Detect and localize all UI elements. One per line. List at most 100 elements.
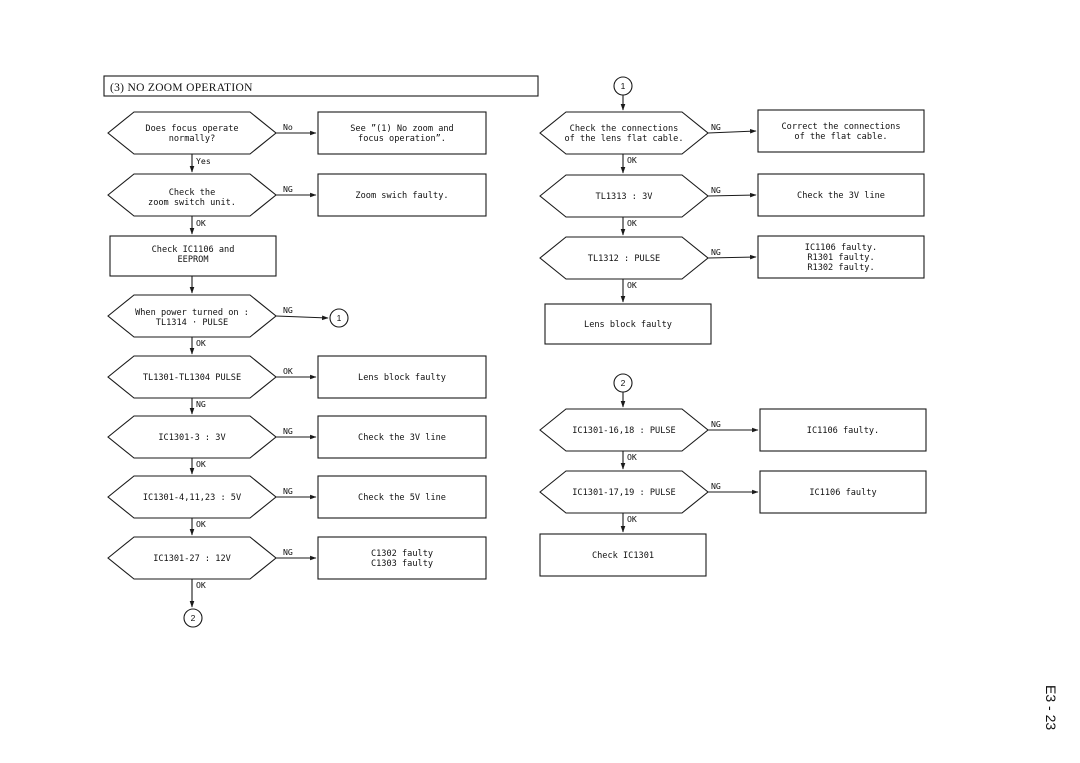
arrow-ic16-ok: OK (620, 451, 637, 470)
connector-1-top-label: 1 (621, 81, 626, 91)
connector-2-bottom-label: 2 (191, 613, 196, 623)
edge-label-tl1313-ok: OK (627, 218, 637, 228)
node-text-line: IC1106 faulty. (805, 243, 877, 253)
decision-ic1301-16: IC1301-16,18 : PULSE (539, 408, 709, 452)
node-text-line: TL1313 : 3V (596, 192, 653, 202)
arrow-flat-ng: NG (707, 122, 757, 134)
arrow-ic27-ok: OK (189, 579, 206, 608)
arrow-focus-yes: Yes (189, 154, 211, 173)
arrow-tl1301-ok: OK (276, 366, 317, 380)
node-text-line: R1301 faulty. (807, 253, 874, 263)
box-lens-block-faulty-2-text: Lens block faulty (584, 320, 672, 330)
edge-label-ic16-ng: NG (711, 419, 721, 429)
node-text-line: Zoom swich faulty. (355, 191, 448, 201)
arrow-ic27-ng: NG (276, 547, 317, 561)
decision-tl1312-text: TL1312 : PULSE (588, 254, 660, 264)
box-ic1106-faulty-3: IC1106 faulty (759, 470, 927, 514)
node-text-line: Check the 5V line (358, 493, 446, 503)
page-number: E3 - 23 (1043, 685, 1059, 730)
connector-1-left: 1 (329, 308, 349, 328)
decision-ic1301-27-text: IC1301-27 : 12V (153, 554, 231, 564)
arrow-ic17-ok: OK (620, 513, 637, 533)
box-ic1106-faulty-2-text: IC1106 faulty. (807, 426, 879, 436)
box-check-5v-line: Check the 5V line (317, 475, 487, 519)
decision-ic1301-17-text: IC1301-17,19 : PULSE (572, 488, 675, 498)
decision-power-on: When power turned on :TL1314 · PULSE (107, 294, 277, 338)
box-check-5v-line-text: Check the 5V line (358, 493, 446, 503)
edge-label-ic17-ok: OK (627, 514, 637, 524)
decision-tl1313: TL1313 : 3V (539, 174, 709, 218)
node-text-line: IC1301-4,11,23 : 5V (143, 493, 241, 503)
edge-label-ic3-ok: OK (196, 459, 206, 469)
box-ic1106-faulty-3-text: IC1106 faulty (809, 488, 876, 498)
arrow-ic3-ok: OK (189, 458, 206, 475)
edge-label-tl1312-ok: OK (627, 280, 637, 290)
connector-1-top: 1 (613, 76, 633, 96)
connector-2-bottom: 2 (183, 608, 203, 628)
node-text-line: of the flat cable. (794, 132, 887, 142)
arrow-ic16-ng: NG (708, 419, 759, 433)
edge-label-tl1312-ng: NG (711, 247, 721, 257)
arrow-ic17-ng: NG (708, 481, 759, 495)
arrow-tl1312-ng: NG (707, 247, 757, 260)
decision-tl1313-text: TL1313 : 3V (596, 192, 653, 202)
arrow-flat-ok: OK (620, 154, 637, 174)
decision-ic1301-27: IC1301-27 : 12V (107, 536, 277, 580)
edge-label-power-ok: OK (196, 338, 206, 348)
edge-label-ic4-ng: NG (283, 486, 293, 496)
box-zoom-switch-faulty-text: Zoom swich faulty. (355, 191, 448, 201)
edge-label-ic27-ok: OK (196, 580, 206, 590)
decision-ic1301-16-text: IC1301-16,18 : PULSE (572, 426, 675, 436)
edge-label-zoomsw-ok: OK (196, 218, 206, 228)
box-check-3v-line-2: Check the 3V line (757, 173, 925, 217)
box-lens-block-faulty-2: Lens block faulty (544, 303, 712, 345)
arrow-power-ng: NG (275, 305, 329, 321)
node-text-line: zoom switch unit. (148, 198, 236, 208)
node-text-line: IC1301-17,19 : PULSE (572, 488, 675, 498)
edge-label-ic4-ok: OK (196, 519, 206, 529)
node-text-line: Check IC1106 and (152, 245, 235, 255)
node-text-line: IC1301-27 : 12V (153, 554, 231, 564)
node-text-line: TL1314 · PULSE (156, 318, 228, 328)
decision-ic1301-17: IC1301-17,19 : PULSE (539, 470, 709, 514)
node-text-line: When power turned on : (135, 308, 249, 318)
node-text-line: normally? (169, 134, 216, 144)
box-lens-block-faulty-1-text: Lens block faulty (358, 373, 446, 383)
edge-label-focus-yes: Yes (196, 156, 211, 166)
edge-label-tl1301-ok: OK (283, 366, 293, 376)
decision-ic1301-3-text: IC1301-3 : 3V (158, 433, 225, 443)
decision-tl1301-text: TL1301-TL1304 PULSE (143, 373, 241, 383)
node-text-line: Check the 3V line (797, 191, 885, 201)
box-ic1106-r1301-faulty: IC1106 faulty.R1301 faulty.R1302 faulty. (757, 235, 925, 279)
arrow-tl1301-ng: NG (189, 398, 206, 415)
connector-1-left-label: 1 (337, 313, 342, 323)
box-check-3v-line-2-text: Check the 3V line (797, 191, 885, 201)
edge-label-ic3-ng: NG (283, 426, 293, 436)
arrow-zoomsw-ok: OK (189, 216, 206, 235)
node-text-line: Check the connections (570, 124, 679, 134)
edge-label-tl1313-ng: NG (711, 185, 721, 195)
edge-label-ic27-ng: NG (283, 547, 293, 557)
title-box: (3) NO ZOOM OPERATION (103, 75, 539, 97)
box-check-3v-line-1-text: Check the 3V line (358, 433, 446, 443)
box-ic1106-r1301-faulty-text: IC1106 faulty.R1301 faulty.R1302 faulty. (805, 243, 877, 273)
decision-tl1301: TL1301-TL1304 PULSE (107, 355, 277, 399)
box-zoom-switch-faulty: Zoom swich faulty. (317, 173, 487, 217)
edge-label-flat-ok: OK (627, 155, 637, 165)
decision-tl1312: TL1312 : PULSE (539, 236, 709, 280)
node-text-line: IC1106 faulty. (807, 426, 879, 436)
node-text-line: See ”(1) No zoom and (350, 124, 453, 134)
arrow-tl1313-ng: NG (707, 185, 757, 198)
page-title: (3) NO ZOOM OPERATION (110, 82, 253, 94)
